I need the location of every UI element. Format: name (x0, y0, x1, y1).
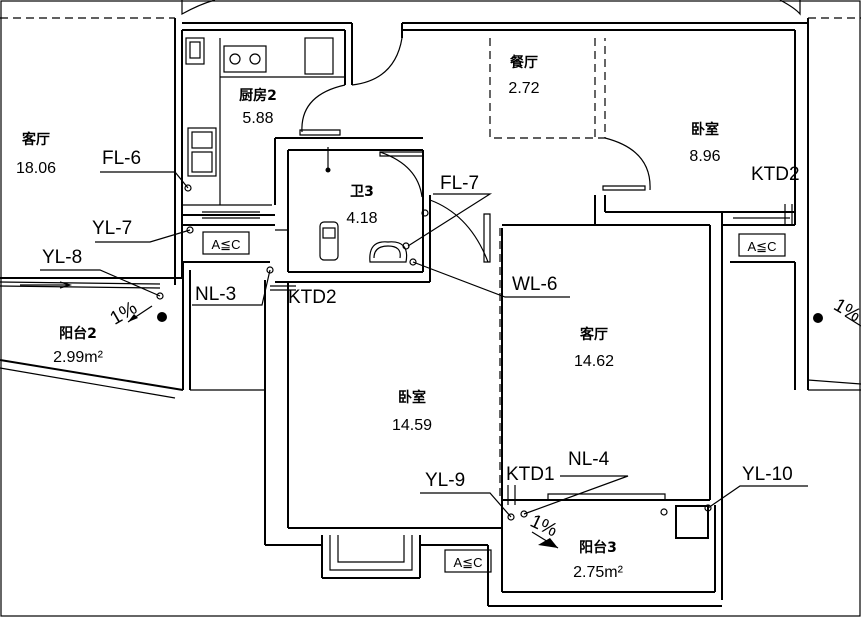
room-area-living-mid: 14.62 (574, 353, 614, 370)
room-name-bedroom-ne: 卧室 (691, 121, 719, 138)
room-name-living-mid: 客厅 (579, 326, 608, 343)
tag-fl7: FL-7 (440, 173, 479, 194)
room-area-bedroom-mid: 14.59 (392, 417, 432, 434)
ac-label-2: A≦C (748, 239, 777, 254)
tag-yl7: YL-7 (92, 218, 132, 239)
room-area-balcony3: 2.75m² (573, 564, 623, 581)
room-area-living-left: 18.06 (16, 160, 56, 177)
fridge-icon (185, 37, 205, 65)
top-arc-right (779, 0, 801, 16)
toilet-icon (319, 221, 339, 261)
tag-slope-a: 1% (107, 298, 141, 330)
pipe-tags: FL-6 YL-7 YL-8 NL-3 KTD2 FL-7 WL-6 KTD2 … (42, 148, 861, 541)
ac-label-3: A≦C (454, 555, 483, 570)
room-name-balcony2: 阳台2 (59, 325, 97, 342)
tag-yl8: YL-8 (42, 247, 82, 268)
sink-icon (187, 127, 217, 177)
tag-ktd1: KTD1 (506, 464, 555, 485)
room-area-kitchen: 5.88 (242, 110, 273, 127)
tag-ktd2-b: KTD2 (751, 164, 800, 185)
pipe-markers (156, 184, 823, 521)
room-area-bedroom-ne: 8.96 (689, 148, 720, 165)
tag-slope-c: 1% (830, 295, 861, 327)
room-name-dining: 餐厅 (509, 54, 538, 71)
top-arc-left (181, 0, 216, 16)
ac-box-3 (444, 549, 492, 573)
ac-units: A≦C A≦C A≦C (202, 231, 786, 573)
ac-box-1 (202, 231, 250, 255)
tag-wl6: WL-6 (512, 274, 557, 295)
room-name-living-left: 客厅 (21, 131, 50, 148)
fixtures (185, 37, 709, 539)
slope-arrows (20, 281, 861, 549)
tag-ktd2-a: KTD2 (288, 287, 337, 308)
walls (0, 18, 861, 607)
ac-label-1: A≦C (212, 237, 241, 252)
balcony2-outline (0, 281, 184, 399)
dashed-dividers (489, 38, 606, 500)
room-name-bath: 卫3 (350, 184, 374, 200)
room-name-balcony3: 阳台3 (579, 539, 617, 556)
tag-yl10: YL-10 (742, 464, 793, 485)
stove-icon (223, 45, 267, 73)
ac-box-2 (738, 233, 786, 257)
room-area-balcony2: 2.99m² (53, 349, 103, 366)
washbasin-icon (369, 241, 408, 263)
cabinet-icon (304, 37, 334, 75)
washer-icon (675, 505, 709, 539)
doors (275, 37, 666, 501)
leader-lines (40, 171, 808, 518)
room-name-bedroom-mid: 卧室 (398, 389, 426, 406)
room-area-dining: 2.72 (508, 80, 539, 97)
tag-fl6: FL-6 (102, 148, 141, 169)
tag-nl3: NL-3 (195, 284, 236, 305)
tag-slope-b: 1% (527, 511, 561, 542)
room-labels: 客厅 18.06 厨房2 5.88 餐厅 2.72 卧室 8.96 卫3 4.1… (16, 54, 721, 581)
tag-nl4: NL-4 (568, 449, 610, 470)
room-area-bath: 4.18 (346, 210, 377, 227)
room-name-kitchen: 厨房2 (239, 87, 277, 104)
tag-yl9: YL-9 (425, 470, 465, 491)
